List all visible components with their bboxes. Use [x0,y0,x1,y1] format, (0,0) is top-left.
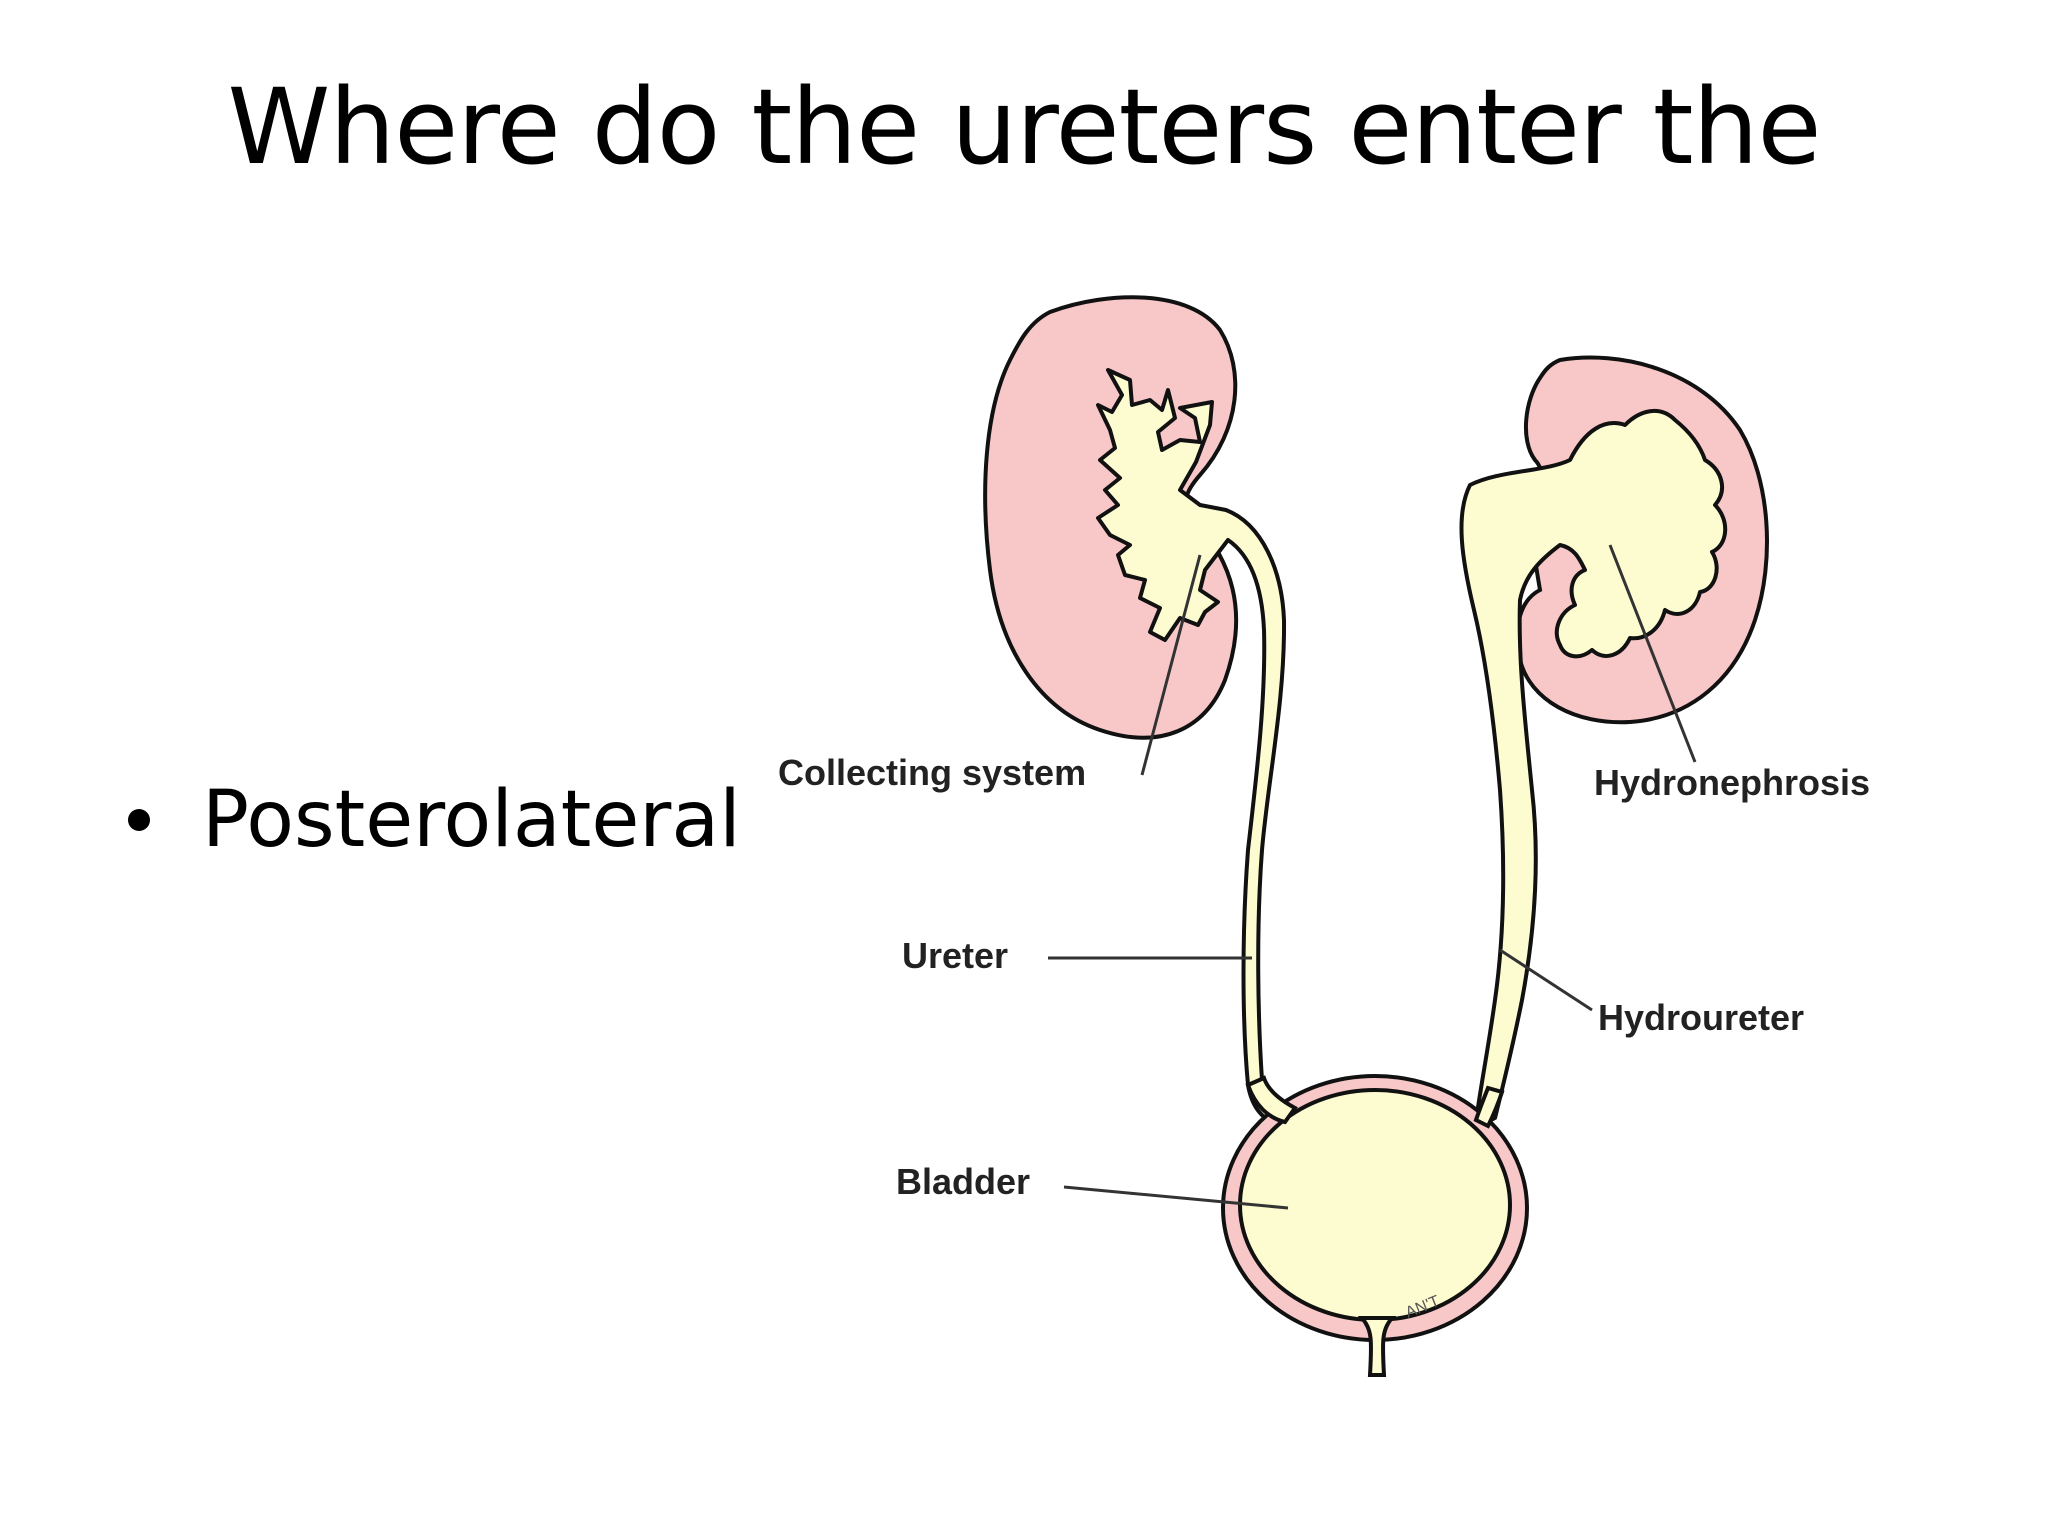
bullet-list: Posterolateral [120,770,741,870]
bullet-text: Posterolateral [202,775,741,865]
bullet-item: Posterolateral [120,770,741,870]
bladder-leader [1063,1185,1289,1210]
label-collecting-system: Collecting system [778,752,1086,793]
hydroureter-leader [1499,948,1593,1012]
right-ureter-entry [1473,1085,1505,1129]
label-bladder: Bladder [896,1161,1030,1202]
left-ureter-entry [1245,1075,1298,1125]
label-hydronephrosis: Hydronephrosis [1594,762,1870,803]
collecting-system-leader [1140,554,1202,776]
label-hydroureter: Hydroureter [1598,997,1804,1038]
bullet-dot-icon [128,809,150,831]
urethra [1357,1316,1397,1377]
label-ureter: Ureter [902,935,1008,976]
hydronephrosis-leader [1608,544,1697,763]
bladder-lumen [1238,1088,1512,1322]
right-dilated-pelvis [1459,409,1728,1130]
slide-title: Where do the ureters enter the [227,66,1822,188]
